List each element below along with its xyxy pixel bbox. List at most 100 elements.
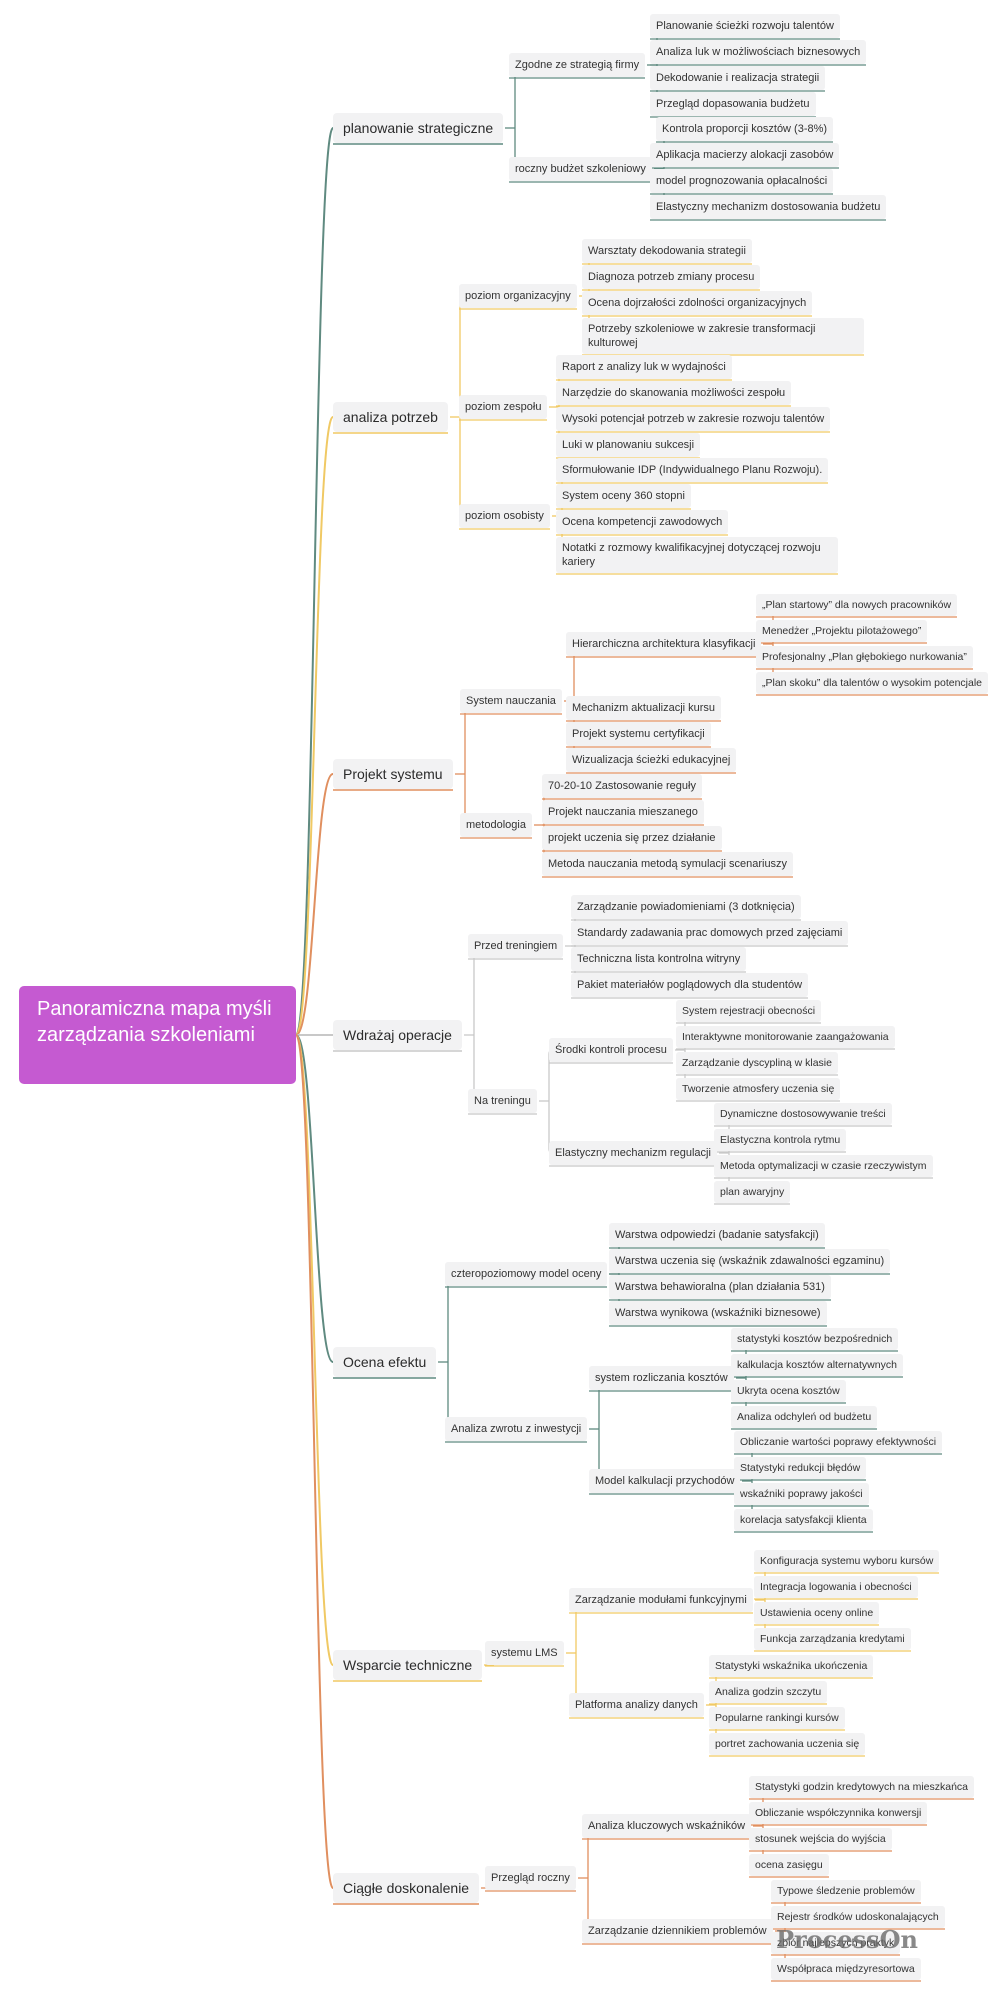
node-metoda-nauczania-metoda-symulacji-scenar[interactable]: Metoda nauczania metodą symulacji scenar… <box>542 852 794 876</box>
node-warstwa-behawioralna-plan-dziaania-531[interactable]: Warstwa behawioralna (plan działania 531… <box>609 1275 831 1299</box>
node-plan-skoku-dla-talentow-o-wysokim-potenc[interactable]: „Plan skoku” dla talentów o wysokim pote… <box>756 672 989 694</box>
node-czteropoziomowy-model-oceny[interactable]: czteropoziomowy model oceny <box>445 1262 608 1286</box>
node-ocena-dojrzaosci-zdolnosci-organizacyjny[interactable]: Ocena dojrzałości zdolności organizacyjn… <box>582 291 813 315</box>
node-model-prognozowania-opacalnosci[interactable]: model prognozowania opłacalności <box>650 169 834 193</box>
node-platforma-analizy-danych[interactable]: Platforma analizy danych <box>569 1693 704 1717</box>
node-ocena-kompetencji-zawodowych[interactable]: Ocena kompetencji zawodowych <box>556 510 729 534</box>
node-wsparcie-techniczne[interactable]: Wsparcie techniczne <box>333 1650 483 1680</box>
node-dekodowanie-i-realizacja-strategii[interactable]: Dekodowanie i realizacja strategii <box>650 66 826 90</box>
node-ocena-efektu[interactable]: Ocena efektu <box>333 1347 437 1377</box>
node-elastyczna-kontrola-rytmu[interactable]: Elastyczna kontrola rytmu <box>714 1129 847 1151</box>
node-portret-zachowania-uczenia-sie[interactable]: portret zachowania uczenia się <box>709 1733 866 1755</box>
node-projekt-uczenia-sie-przez-dziaanie[interactable]: projekt uczenia się przez działanie <box>542 826 722 850</box>
node-analiza-zwrotu-z-inwestycji[interactable]: Analiza zwrotu z inwestycji <box>445 1417 588 1441</box>
node-hierarchiczna-architektura-klasyfikacji[interactable]: Hierarchiczna architektura klasyfikacji <box>566 632 762 656</box>
node-ciage-doskonalenie[interactable]: Ciągłe doskonalenie <box>333 1873 480 1903</box>
node-potrzeby-szkoleniowe-w-zakresie-transfor[interactable]: Potrzeby szkoleniowe w zakresie transfor… <box>582 318 864 354</box>
node-raport-z-analizy-luk-w-wydajnosci[interactable]: Raport z analizy luk w wydajności <box>556 355 732 379</box>
node-poziom-zespou[interactable]: poziom zespołu <box>459 395 548 419</box>
node-menedzer-projektu-pilotazowego[interactable]: Menedżer „Projektu pilotażowego” <box>756 620 928 642</box>
node-plan-startowy-dla-nowych-pracownikow[interactable]: „Plan startowy” dla nowych pracowników <box>756 594 958 616</box>
node-system-oceny-360-stopni[interactable]: System oceny 360 stopni <box>556 484 691 508</box>
node-zarzadzanie-powiadomieniami-3-dotkniecia[interactable]: Zarządzanie powiadomieniami (3 dotknięci… <box>571 895 801 919</box>
node-projekt-systemu[interactable]: Projekt systemu <box>333 759 453 789</box>
node-metodologia[interactable]: metodologia <box>460 813 532 837</box>
node-wspopraca-miedzyresortowa[interactable]: Współpraca międzyresortowa <box>771 1958 921 1980</box>
node-wdrazaj-operacje[interactable]: Wdrażaj operacje <box>333 1020 462 1050</box>
node-mechanizm-aktualizacji-kursu[interactable]: Mechanizm aktualizacji kursu <box>566 696 722 720</box>
node-plan-awaryjny[interactable]: plan awaryjny <box>714 1181 791 1203</box>
node-interaktywne-monitorowanie-zaangazowania[interactable]: Interaktywne monitorowanie zaangażowania <box>676 1026 895 1048</box>
node-warstwa-odpowiedzi-badanie-satysfakcji[interactable]: Warstwa odpowiedzi (badanie satysfakcji) <box>609 1223 825 1247</box>
node-integracja-logowania-i-obecnosci[interactable]: Integracja logowania i obecności <box>754 1576 918 1598</box>
node-warstwa-uczenia-sie-wskaznik-zdawalnosci[interactable]: Warstwa uczenia się (wskaźnik zdawalnośc… <box>609 1249 891 1273</box>
node-obliczanie-wartosci-poprawy-efektywnosci[interactable]: Obliczanie wartości poprawy efektywności <box>734 1431 943 1453</box>
node-kontrola-proporcji-kosztow-3-8[interactable]: Kontrola proporcji kosztów (3-8%) <box>656 117 834 141</box>
node-srodki-kontroli-procesu[interactable]: Środki kontroli procesu <box>549 1038 673 1062</box>
node-rejestr-srodkow-udoskonalajacych[interactable]: Rejestr środków udoskonalających <box>771 1906 945 1928</box>
node-planowanie-sciezki-rozwoju-talentow[interactable]: Planowanie ścieżki rozwoju talentów <box>650 14 840 38</box>
node-elastyczny-mechanizm-dostosowania-budzet[interactable]: Elastyczny mechanizm dostosowania budżet… <box>650 195 887 219</box>
node-luki-w-planowaniu-sukcesji[interactable]: Luki w planowaniu sukcesji <box>556 433 701 457</box>
node-przeglad-roczny[interactable]: Przegląd roczny <box>485 1866 576 1890</box>
node-statystyki-redukcji-bedow[interactable]: Statystyki redukcji błędów <box>734 1457 867 1479</box>
node-ukryta-ocena-kosztow[interactable]: Ukryta ocena kosztów <box>731 1380 846 1402</box>
node-dynamiczne-dostosowywanie-tresci[interactable]: Dynamiczne dostosowywanie treści <box>714 1103 892 1125</box>
node-analiza-luk-w-mozliwosciach-biznesowych[interactable]: Analiza luk w możliwościach biznesowych <box>650 40 867 64</box>
node-analiza-kluczowych-wskaznikow[interactable]: Analiza kluczowych wskaźników <box>582 1814 752 1838</box>
node-diagnoza-potrzeb-zmiany-procesu[interactable]: Diagnoza potrzeb zmiany procesu <box>582 265 761 289</box>
node-projekt-nauczania-mieszanego[interactable]: Projekt nauczania mieszanego <box>542 800 704 824</box>
node-profesjonalny-plan-gebokiego-nurkowania[interactable]: Profesjonalny „Plan głębokiego nurkowani… <box>756 646 973 668</box>
node-wizualizacja-sciezki-edukacyjnej[interactable]: Wizualizacja ścieżki edukacyjnej <box>566 748 737 772</box>
node-projekt-systemu-certyfikacji[interactable]: Projekt systemu certyfikacji <box>566 722 711 746</box>
node-sformuowanie-idp-indywidualnego-planu-ro[interactable]: Sformułowanie IDP (Indywidualnego Planu … <box>556 458 829 482</box>
node-wskazniki-poprawy-jakosci[interactable]: wskaźniki poprawy jakości <box>734 1483 869 1505</box>
node-stosunek-wejscia-do-wyjscia[interactable]: stosunek wejścia do wyjścia <box>749 1828 892 1850</box>
node-techniczna-lista-kontrolna-witryny[interactable]: Techniczna lista kontrolna witryny <box>571 947 747 971</box>
node-zarzadzanie-dziennikiem-problemow[interactable]: Zarządzanie dziennikiem problemów <box>582 1919 773 1943</box>
node-system-rejestracji-obecnosci[interactable]: System rejestracji obecności <box>676 1000 822 1022</box>
node-roczny-budzet-szkoleniowy[interactable]: roczny budżet szkoleniowy <box>509 157 652 181</box>
node-przeglad-dopasowania-budzetu[interactable]: Przegląd dopasowania budżetu <box>650 92 816 116</box>
node-warstwa-wynikowa-wskazniki-biznesowe[interactable]: Warstwa wynikowa (wskaźniki biznesowe) <box>609 1301 827 1325</box>
node-statystyki-wskaznika-ukonczenia[interactable]: Statystyki wskaźnika ukończenia <box>709 1655 874 1677</box>
node-obliczanie-wspoczynnika-konwersji[interactable]: Obliczanie współczynnika konwersji <box>749 1802 928 1824</box>
node-planowanie-strategiczne[interactable]: planowanie strategiczne <box>333 113 504 143</box>
root-node[interactable]: Panoramiczna mapa myśli zarządzania szko… <box>19 986 296 1084</box>
node-statystyki-kosztow-bezposrednich[interactable]: statystyki kosztów bezpośrednich <box>731 1328 899 1350</box>
node-na-treningu[interactable]: Na treningu <box>468 1089 537 1113</box>
node-poziom-osobisty[interactable]: poziom osobisty <box>459 504 550 528</box>
node-korelacja-satysfakcji-klienta[interactable]: korelacja satysfakcji klienta <box>734 1509 873 1531</box>
node-kalkulacja-kosztow-alternatywnych[interactable]: kalkulacja kosztów alternatywnych <box>731 1354 903 1376</box>
node-zarzadzanie-dyscyplina-w-klasie[interactable]: Zarządzanie dyscypliną w klasie <box>676 1052 838 1074</box>
node-analiza-odchylen-od-budzetu[interactable]: Analiza odchyleń od budżetu <box>731 1406 878 1428</box>
node-zgodne-ze-strategia-firmy[interactable]: Zgodne ze strategią firmy <box>509 53 646 77</box>
node-popularne-rankingi-kursow[interactable]: Popularne rankingi kursów <box>709 1707 845 1729</box>
node-analiza-potrzeb[interactable]: analiza potrzeb <box>333 402 448 432</box>
node-aplikacja-macierzy-alokacji-zasobow[interactable]: Aplikacja macierzy alokacji zasobów <box>650 143 840 167</box>
node-warsztaty-dekodowania-strategii[interactable]: Warsztaty dekodowania strategii <box>582 239 752 263</box>
node-wysoki-potencja-potrzeb-w-zakresie-rozwo[interactable]: Wysoki potencjał potrzeb w zakresie rozw… <box>556 407 831 431</box>
node-zarzadzanie-moduami-funkcyjnymi[interactable]: Zarządzanie modułami funkcyjnymi <box>569 1588 753 1612</box>
node-system-rozliczania-kosztow[interactable]: system rozliczania kosztów <box>589 1366 734 1390</box>
node-standardy-zadawania-prac-domowych-przed-[interactable]: Standardy zadawania prac domowych przed … <box>571 921 849 945</box>
node-konfiguracja-systemu-wyboru-kursow[interactable]: Konfiguracja systemu wyboru kursów <box>754 1550 940 1572</box>
node-ocena-zasiegu[interactable]: ocena zasięgu <box>749 1854 829 1876</box>
node-pakiet-materiaow-pogladowych-dla-student[interactable]: Pakiet materiałów poglądowych dla studen… <box>571 973 809 997</box>
node-system-nauczania[interactable]: System nauczania <box>460 689 562 713</box>
node-systemu-lms[interactable]: systemu LMS <box>485 1641 564 1665</box>
node-metoda-optymalizacji-w-czasie-rzeczywist[interactable]: Metoda optymalizacji w czasie rzeczywist… <box>714 1155 933 1177</box>
node-przed-treningiem[interactable]: Przed treningiem <box>468 934 564 958</box>
node-poziom-organizacyjny[interactable]: poziom organizacyjny <box>459 284 577 308</box>
node-typowe-sledzenie-problemow[interactable]: Typowe śledzenie problemów <box>771 1880 921 1902</box>
node-statystyki-godzin-kredytowych-na-mieszka[interactable]: Statystyki godzin kredytowych na mieszka… <box>749 1776 975 1798</box>
node-tworzenie-atmosfery-uczenia-sie[interactable]: Tworzenie atmosfery uczenia się <box>676 1078 841 1100</box>
node-notatki-z-rozmowy-kwalifikacyjnej-dotycz[interactable]: Notatki z rozmowy kwalifikacyjnej dotycz… <box>556 537 838 573</box>
node-elastyczny-mechanizm-regulacji[interactable]: Elastyczny mechanizm regulacji <box>549 1141 717 1165</box>
node-70-20-10-zastosowanie-reguy[interactable]: 70-20-10 Zastosowanie reguły <box>542 774 702 798</box>
node-model-kalkulacji-przychodow[interactable]: Model kalkulacji przychodów <box>589 1469 741 1493</box>
node-narzedzie-do-skanowania-mozliwosci-zespo[interactable]: Narzędzie do skanowania możliwości zespo… <box>556 381 792 405</box>
node-zbior-najlepszych-praktyk[interactable]: zbiór najlepszych praktyk <box>771 1932 901 1954</box>
node-ustawienia-oceny-online[interactable]: Ustawienia oceny online <box>754 1602 880 1624</box>
node-funkcja-zarzadzania-kredytami[interactable]: Funkcja zarządzania kredytami <box>754 1628 911 1650</box>
